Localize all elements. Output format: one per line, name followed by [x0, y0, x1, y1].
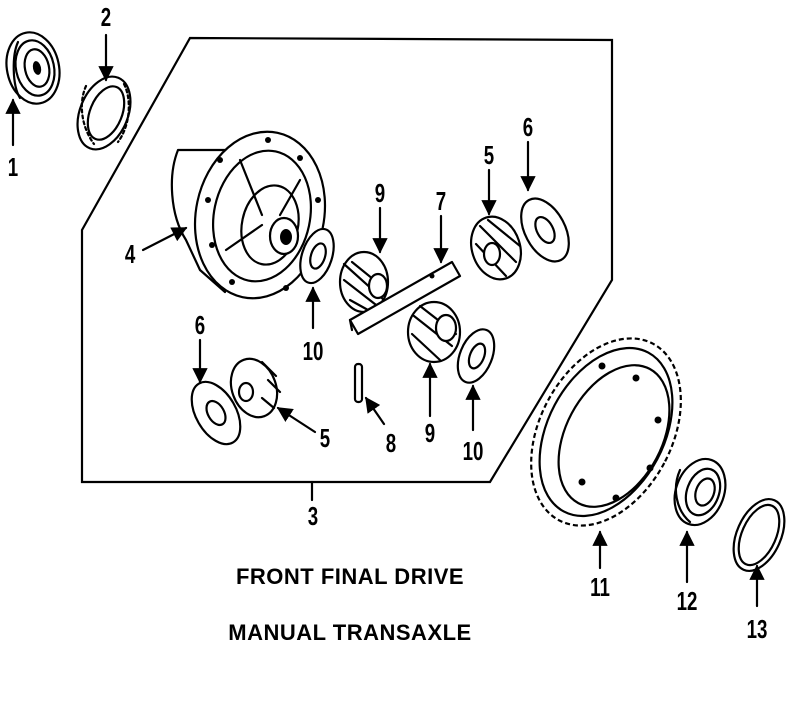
- pinion-washer-10-lower: [456, 328, 496, 384]
- callout-11: 11: [590, 572, 610, 602]
- callout-4: 4: [125, 239, 136, 269]
- ring-gear-11: [530, 337, 682, 527]
- pinion-gear-9-lower: [406, 300, 462, 364]
- callout-13: 13: [747, 614, 768, 644]
- roll-pin-8: [353, 362, 364, 404]
- bearing-race-2: [76, 75, 132, 151]
- callout-5-lower: 5: [320, 423, 330, 453]
- thrust-washer-6-lower: [190, 380, 242, 446]
- pinion-washer-10: [299, 227, 335, 285]
- seal-13: [732, 498, 786, 572]
- callout-9-upper: 9: [375, 178, 385, 208]
- leader-lines: [5, 33, 765, 608]
- callout-7: 7: [436, 186, 446, 216]
- callout-8: 8: [386, 428, 396, 458]
- caption-line-1: FRONT FINAL DRIVE: [236, 564, 464, 589]
- callout-1: 1: [8, 152, 18, 182]
- pinion-gear-9: [338, 250, 390, 314]
- side-gear-5-lower: [229, 357, 282, 419]
- thrust-washer-6: [520, 197, 570, 263]
- callout-10-lower: 10: [463, 436, 484, 466]
- caption-line-2: MANUAL TRANSAXLE: [228, 620, 471, 645]
- callout-10-upper: 10: [303, 336, 324, 366]
- bearing-1: [5, 31, 61, 105]
- callout-5-upper: 5: [484, 140, 494, 170]
- callout-3: 3: [308, 501, 318, 531]
- bearing-12: [673, 457, 727, 527]
- callout-9-lower: 9: [425, 418, 435, 448]
- callout-12: 12: [677, 586, 698, 616]
- differential-case-4: [170, 130, 327, 300]
- assembly-outline-3: [80, 36, 614, 484]
- callout-6-upper: 6: [523, 112, 533, 142]
- callout-6-lower: 6: [195, 310, 205, 340]
- pinion-shaft-7: [348, 260, 462, 336]
- side-gear-5: [470, 215, 522, 281]
- callout-2: 2: [101, 2, 111, 32]
